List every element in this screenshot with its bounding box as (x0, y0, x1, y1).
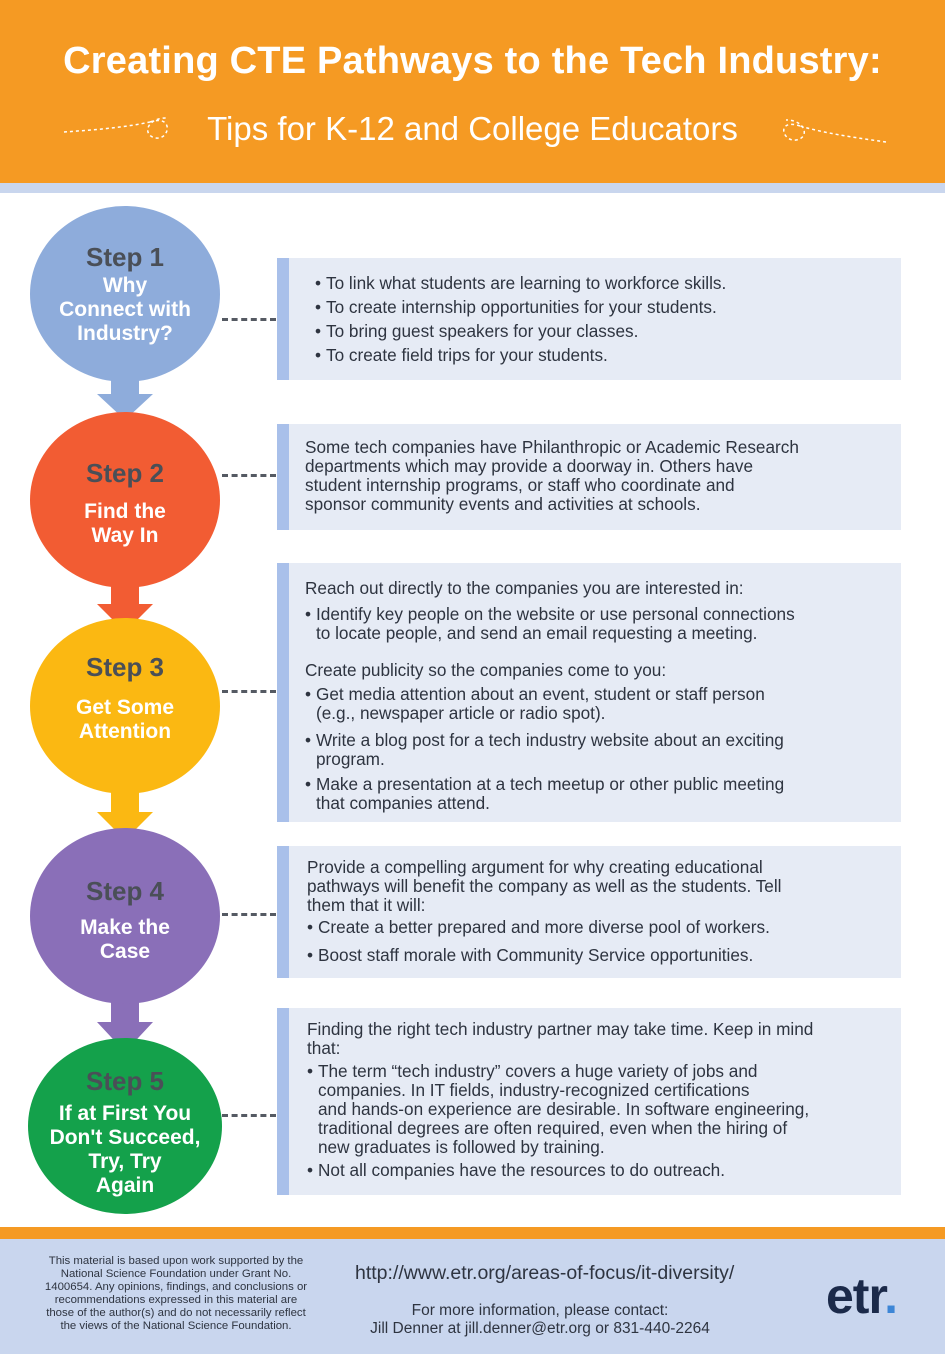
step-number: Step 4 (85, 876, 165, 906)
step-title: Why Connect with Industry? (59, 274, 191, 345)
list-item: To bring guest speakers for your classes… (315, 322, 883, 342)
step-3-circle: Step 3 Get Some Attention (30, 618, 220, 794)
step-number: Step 3 (85, 652, 165, 682)
list-item: To create internship opportunities for y… (315, 298, 883, 318)
connector-dots (222, 1114, 276, 1117)
step-number: Step 5 (85, 1066, 165, 1096)
connector-dots (222, 913, 276, 916)
step-5-text: Finding the right tech industry partner … (307, 1019, 814, 1058)
step-2-circle: Step 2 Find the Way In (30, 412, 220, 588)
step-2-panel: Some tech companies have Philanthropic o… (277, 424, 901, 530)
step-4-text: Provide a compelling argument for why cr… (307, 857, 782, 915)
step-4-panel: Provide a compelling argument for why cr… (277, 846, 901, 978)
footer: This material is based upon work support… (0, 1239, 945, 1354)
list-item: To link what students are learning to wo… (315, 274, 883, 294)
right-swirl-decoration (783, 119, 887, 143)
etr-logo: etr. (826, 1268, 898, 1324)
list-item: Write a blog post for a tech industry we… (305, 731, 883, 769)
list-item: Identify key people on the website or us… (305, 605, 883, 643)
step-title: Get Some Attention (75, 696, 175, 743)
step-1-circle: Step 1 Why Connect with Industry? (30, 206, 220, 382)
step-4-circle: Step 4 Make the Case (30, 828, 220, 1004)
list-item: Make a presentation at a tech meetup or … (305, 775, 883, 813)
arrow-down-icon (97, 378, 153, 420)
step-1-panel: To link what students are learning to wo… (277, 258, 901, 380)
list-item: To create field trips for your students. (315, 346, 883, 366)
list-item: Create a better prepared and more divers… (307, 918, 883, 938)
arrow-down-icon (97, 998, 153, 1052)
header-divider (0, 183, 945, 193)
list-item: Boost staff morale with Community Servic… (307, 946, 883, 966)
step-title: Find the Way In (84, 500, 166, 547)
footer-divider (0, 1227, 945, 1239)
connector-dots (222, 690, 276, 693)
step-number: Step 1 (85, 242, 165, 272)
step-title: Make the Case (80, 916, 170, 963)
page-title: Creating CTE Pathways to the Tech Indust… (63, 40, 882, 82)
step-3-panel: Reach out directly to the companies you … (277, 563, 901, 822)
header-banner: Creating CTE Pathways to the Tech Indust… (0, 0, 945, 183)
step-5-panel: Finding the right tech industry partner … (277, 1008, 901, 1195)
list-item: Not all companies have the resources to … (307, 1161, 883, 1181)
arrow-down-icon (97, 584, 153, 632)
step-title: If at First You Don't Succeed, Try, Try … (49, 1102, 201, 1197)
connector-dots (222, 474, 276, 477)
step-number: Step 2 (85, 458, 165, 488)
contact-info: For more information, please contact: Ji… (360, 1302, 720, 1338)
website-link[interactable]: http://www.etr.org/areas-of-focus/it-div… (355, 1262, 735, 1284)
step-3-intro-2: Create publicity so the companies come t… (305, 660, 667, 680)
step-2-text: Some tech companies have Philanthropic o… (305, 437, 799, 514)
arrow-down-icon (97, 790, 153, 840)
step-3-intro-1: Reach out directly to the companies you … (305, 578, 744, 598)
contact-email-link[interactable]: Jill Denner at jill.denner@etr.org or 83… (370, 1320, 710, 1337)
left-swirl-decoration (63, 117, 168, 139)
step-5-circle: Step 5 If at First You Don't Succeed, Tr… (28, 1038, 222, 1214)
list-item: Get media attention about an event, stud… (305, 685, 883, 723)
list-item: The term “tech industry” covers a huge v… (307, 1062, 883, 1157)
connector-dots (222, 318, 276, 321)
disclaimer-text: This material is based upon work support… (44, 1255, 308, 1332)
page-subtitle: Tips for K-12 and College Educators (207, 110, 738, 147)
